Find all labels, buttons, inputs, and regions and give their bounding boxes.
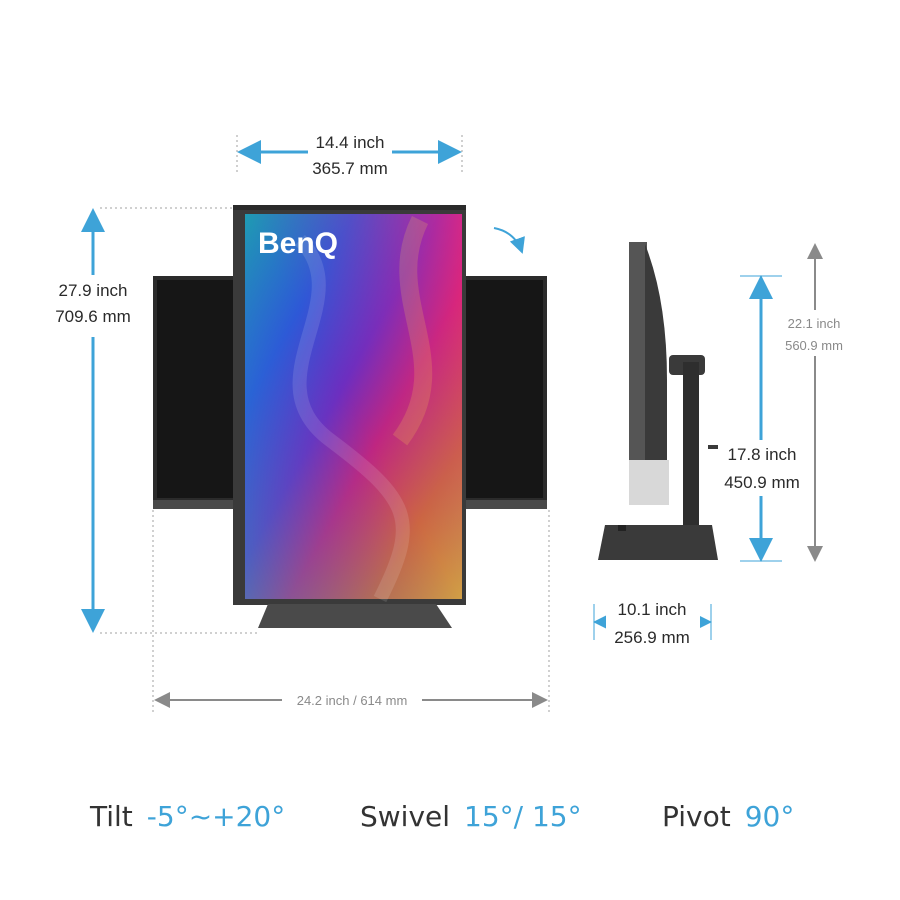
- side-depth-mm: 256.9 mm: [614, 628, 690, 647]
- dim-left-height: 27.9 inch 709.6 mm: [50, 208, 138, 633]
- side-min-height-inch: 17.8 inch: [728, 445, 797, 464]
- brand-logo: BenQ: [258, 227, 338, 260]
- spec-pivot-label: Pivot: [662, 800, 731, 833]
- portrait-monitor: BenQ: [233, 205, 466, 628]
- spec-tilt-label: Tilt: [90, 800, 133, 833]
- left-height-inch: 27.9 inch: [59, 281, 128, 300]
- spec-tilt: Tilt -5°~+20°: [90, 800, 285, 833]
- spec-tilt-value: -5°~+20°: [146, 800, 286, 833]
- spec-pivot-value: 90°: [744, 800, 795, 833]
- side-max-height-mm: 560.9 mm: [785, 338, 843, 353]
- side-min-height-mm: 450.9 mm: [724, 473, 800, 492]
- left-height-mm: 709.6 mm: [55, 307, 131, 326]
- bottom-width-label: 24.2 inch / 614 mm: [297, 693, 408, 708]
- spec-swivel-value: 15°/ 15°: [464, 800, 582, 833]
- dim-side-depth: 10.1 inch 256.9 mm: [593, 598, 712, 648]
- dim-bottom-width: 24.2 inch / 614 mm: [154, 690, 548, 710]
- side-depth-inch: 10.1 inch: [618, 600, 687, 619]
- top-width-inch: 14.4 inch: [316, 133, 385, 152]
- top-width-mm: 365.7 mm: [312, 159, 388, 178]
- side-view-monitor: [598, 242, 718, 560]
- spec-swivel-label: Swivel: [360, 800, 451, 833]
- dim-top-width: 14.4 inch 365.7 mm: [237, 128, 462, 180]
- spec-pivot: Pivot 90°: [662, 800, 794, 833]
- dim-side-max-height: 22.1 inch 560.9 mm: [775, 243, 855, 562]
- dim-side-min-height: 17.8 inch 450.9 mm: [720, 275, 808, 562]
- adjustment-specs: Tilt -5°~+20° Swivel 15°/ 15° Pivot 90°: [0, 800, 900, 850]
- spec-swivel: Swivel 15°/ 15°: [360, 800, 582, 833]
- rotate-arrow-icon: [493, 227, 525, 254]
- side-max-height-inch: 22.1 inch: [788, 316, 841, 331]
